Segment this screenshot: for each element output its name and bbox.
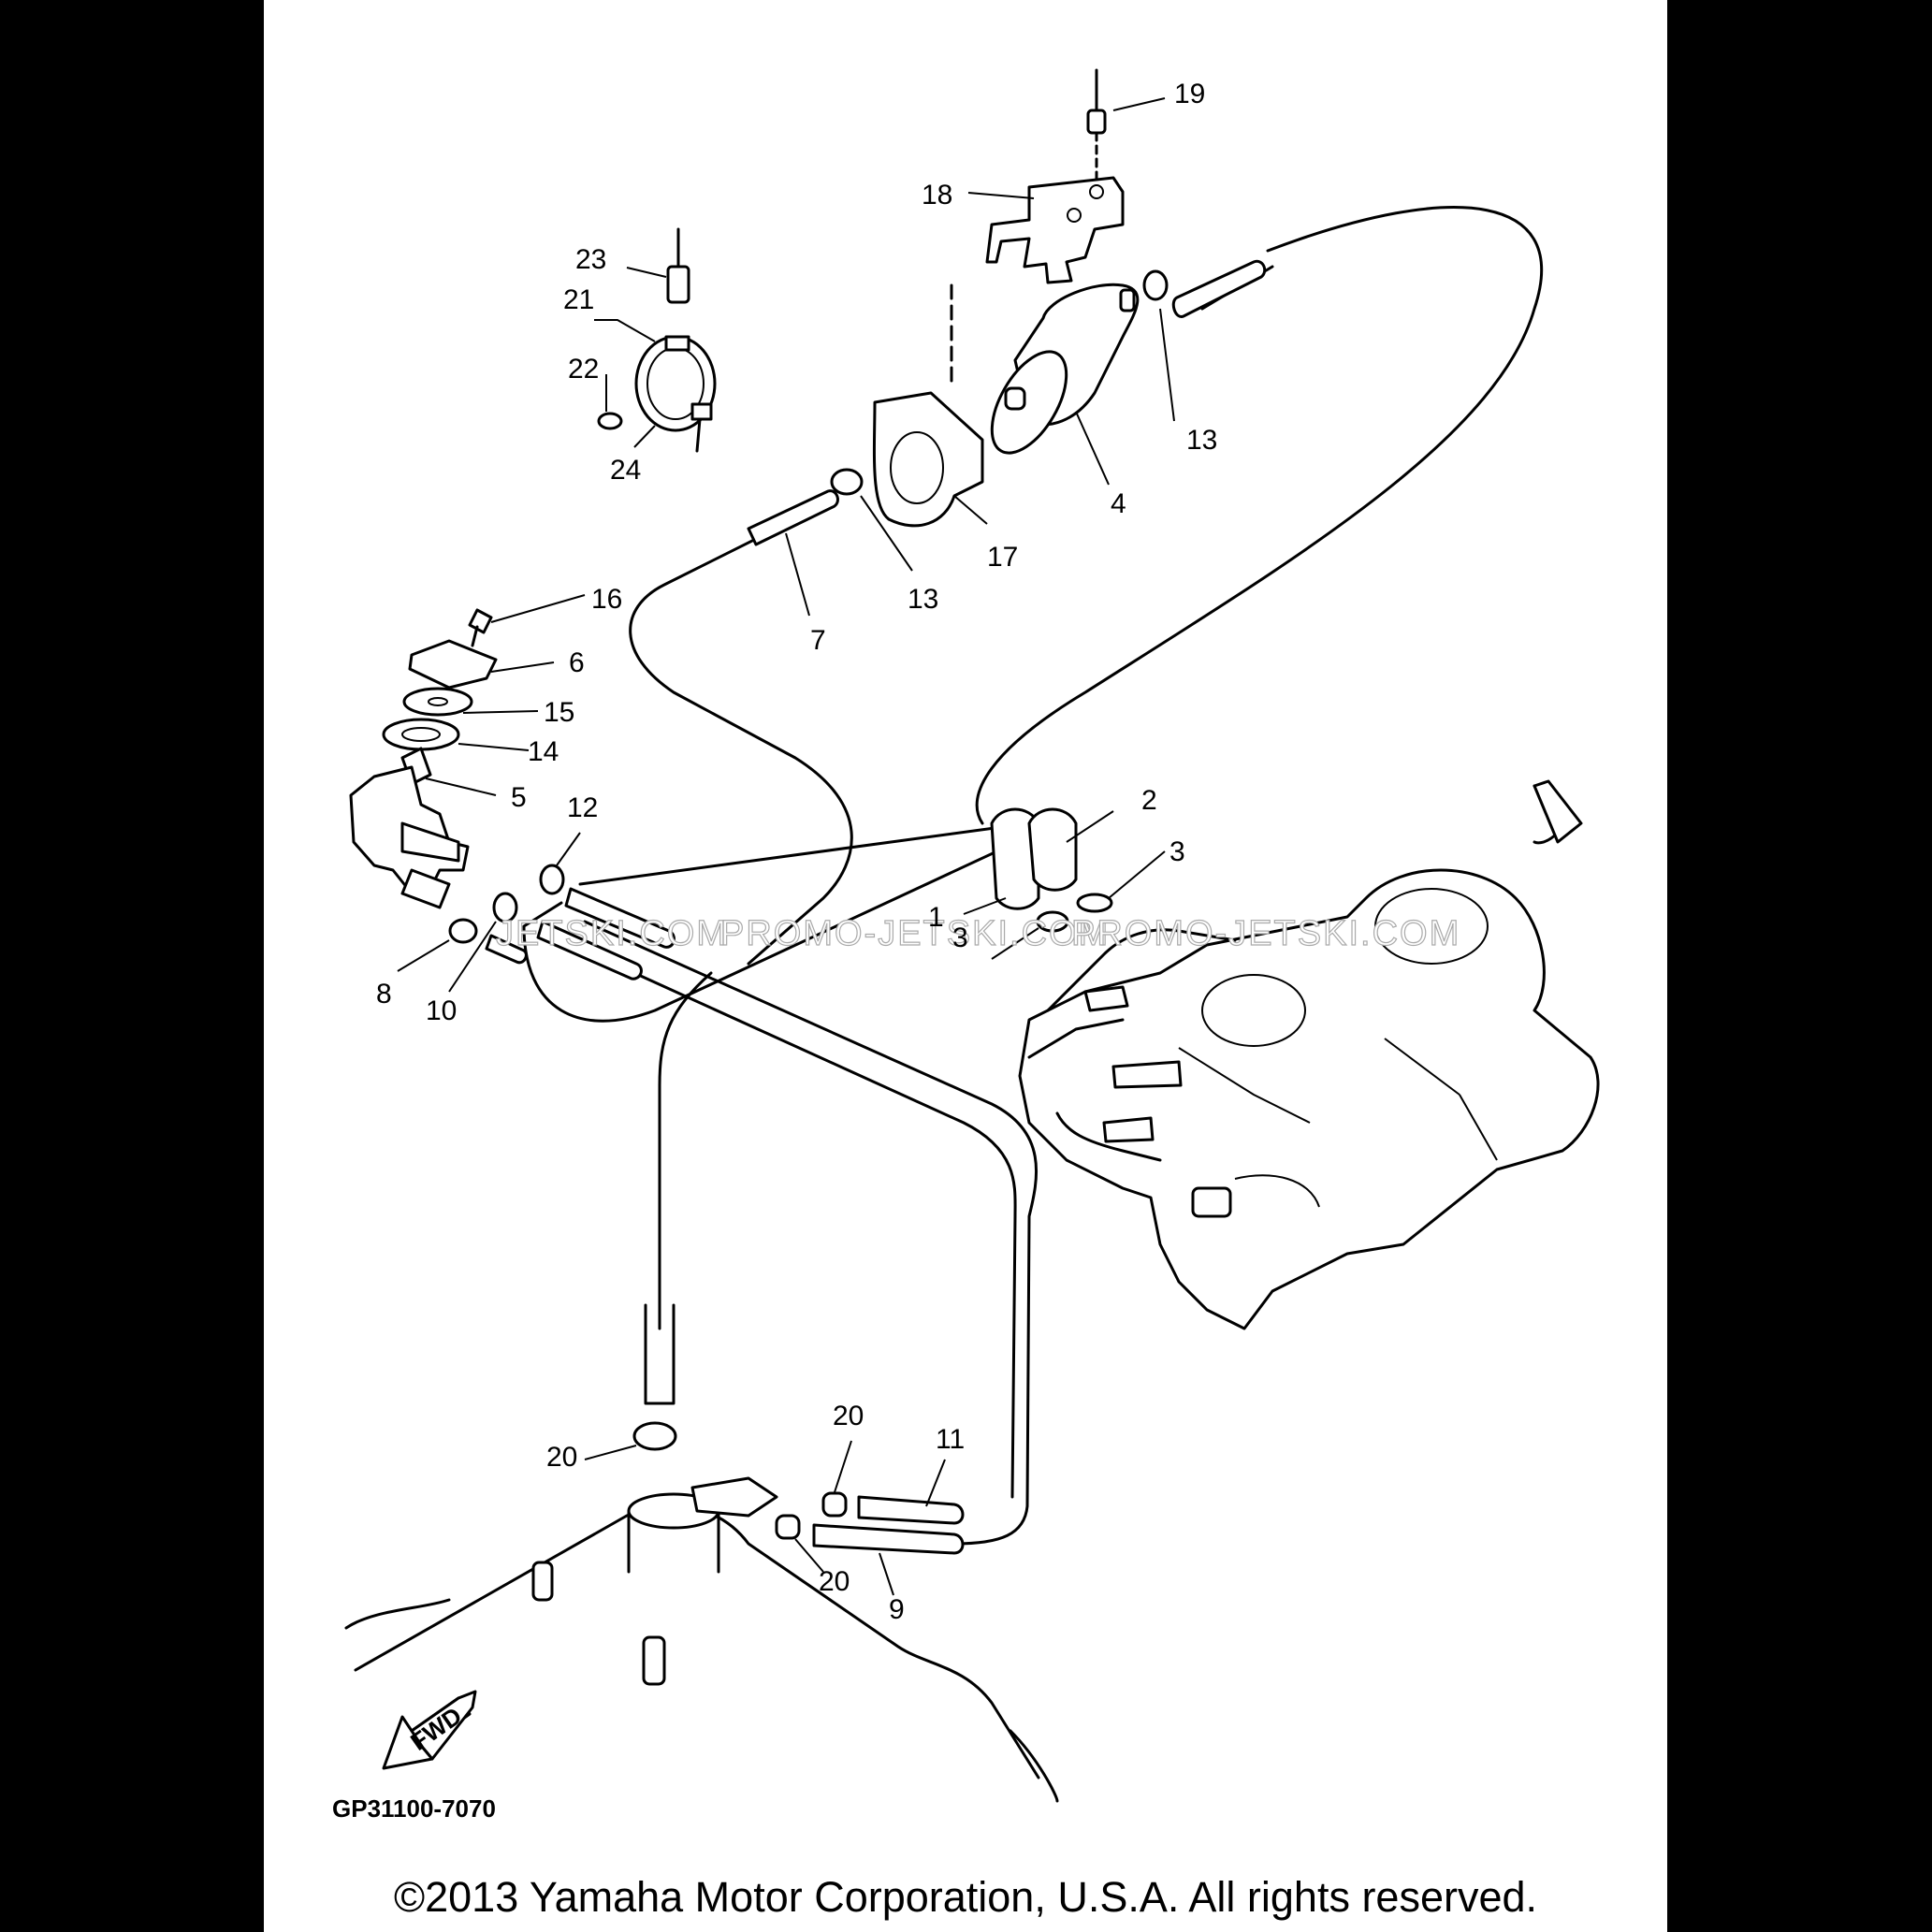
watermark-promo-1: PROMO-JETSKI.COM xyxy=(720,914,1110,953)
tank-fittings xyxy=(531,1421,965,1686)
callout-19: 19 xyxy=(1174,79,1205,109)
callout-labels: 19 18 23 21 22 24 13 4 17 13 7 16 6 15 1… xyxy=(376,79,1217,1625)
callout-21: 21 xyxy=(563,284,594,315)
callout-6: 6 xyxy=(569,647,585,678)
callout-3-left: 3 xyxy=(952,922,968,953)
watermark-promo-2: PROMO-JETSKI.COM xyxy=(1071,914,1460,953)
callout-20-mid: 20 xyxy=(833,1401,864,1431)
callout-20-left: 20 xyxy=(546,1442,577,1473)
callout-23: 23 xyxy=(575,244,606,275)
forward-arrow-icon: FWD xyxy=(382,1690,477,1770)
leader-lines xyxy=(397,97,1175,1596)
callout-2: 2 xyxy=(1141,785,1157,816)
callout-11: 11 xyxy=(936,1424,965,1455)
callout-14: 14 xyxy=(528,736,559,767)
callout-3-right: 3 xyxy=(1169,836,1185,867)
hose-routing xyxy=(344,206,1544,1803)
callout-17: 17 xyxy=(987,542,1018,573)
fuel-valve-assembly xyxy=(349,608,675,981)
watermark-jetski: JETSKI.COM xyxy=(496,914,728,953)
callout-5: 5 xyxy=(511,782,527,813)
hose-clamp-assembly xyxy=(597,227,717,453)
callout-16: 16 xyxy=(591,584,622,615)
callout-20-low: 20 xyxy=(819,1566,850,1597)
callout-8: 8 xyxy=(376,979,392,1010)
callout-24: 24 xyxy=(610,455,641,486)
callout-1: 1 xyxy=(928,902,944,933)
diagram-code: GP31100-7070 xyxy=(332,1794,496,1823)
vent-hoses xyxy=(990,807,1113,933)
callout-9: 9 xyxy=(889,1594,905,1625)
callout-12: 12 xyxy=(567,792,598,823)
callout-13-mid: 13 xyxy=(908,584,938,615)
callout-22: 22 xyxy=(568,354,599,385)
callout-10: 10 xyxy=(426,995,457,1026)
carburetor-outline xyxy=(1018,779,1600,1330)
callout-7: 7 xyxy=(810,625,826,656)
copyright-notice: ©2013 Yamaha Motor Corporation, U.S.A. A… xyxy=(393,1873,1538,1921)
callout-4: 4 xyxy=(1111,488,1126,519)
watermark: JETSKI.COM PROMO-JETSKI.COM PROMO-JETSKI… xyxy=(495,913,1460,953)
fuel-filter-assembly xyxy=(747,68,1267,546)
callout-15: 15 xyxy=(544,697,574,728)
callout-13-top: 13 xyxy=(1186,425,1217,456)
callout-18: 18 xyxy=(922,180,952,211)
